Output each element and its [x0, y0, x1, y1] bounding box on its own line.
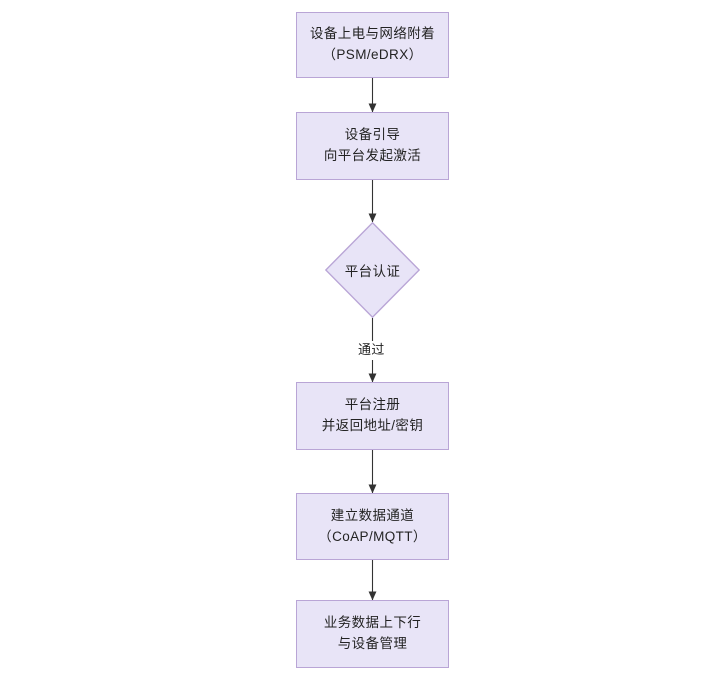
node-line: 并返回地址/密钥	[321, 418, 424, 433]
diamond-shape	[325, 222, 420, 318]
node-device-power-on[interactable]: 设备上电与网络附着 （PSM/eDRX）	[296, 12, 449, 78]
node-business-data-and-device-management[interactable]: 业务数据上下行 与设备管理	[296, 600, 449, 668]
node-line: 建立数据通道	[330, 507, 415, 523]
node-line: （CoAP/MQTT）	[318, 528, 427, 544]
node-line: 设备上电与网络附着	[309, 26, 436, 42]
node-line: （PSM/eDRX）	[322, 47, 423, 62]
node-device-bootstrap[interactable]: 设备引导 向平台发起激活	[296, 112, 449, 180]
node-line: 与设备管理	[337, 636, 408, 651]
node-platform-registration[interactable]: 平台注册 并返回地址/密钥	[296, 382, 449, 450]
edge-label-pass: 通过	[355, 341, 388, 360]
node-line: 平台认证	[344, 264, 401, 279]
node-line: 平台注册	[344, 397, 401, 413]
node-platform-authentication[interactable]: 平台认证	[325, 222, 420, 318]
node-establish-data-channel[interactable]: 建立数据通道 （CoAP/MQTT）	[296, 493, 449, 560]
node-line: 设备引导	[344, 127, 401, 143]
node-line: 业务数据上下行	[323, 615, 422, 631]
node-line: 向平台发起激活	[323, 148, 422, 163]
